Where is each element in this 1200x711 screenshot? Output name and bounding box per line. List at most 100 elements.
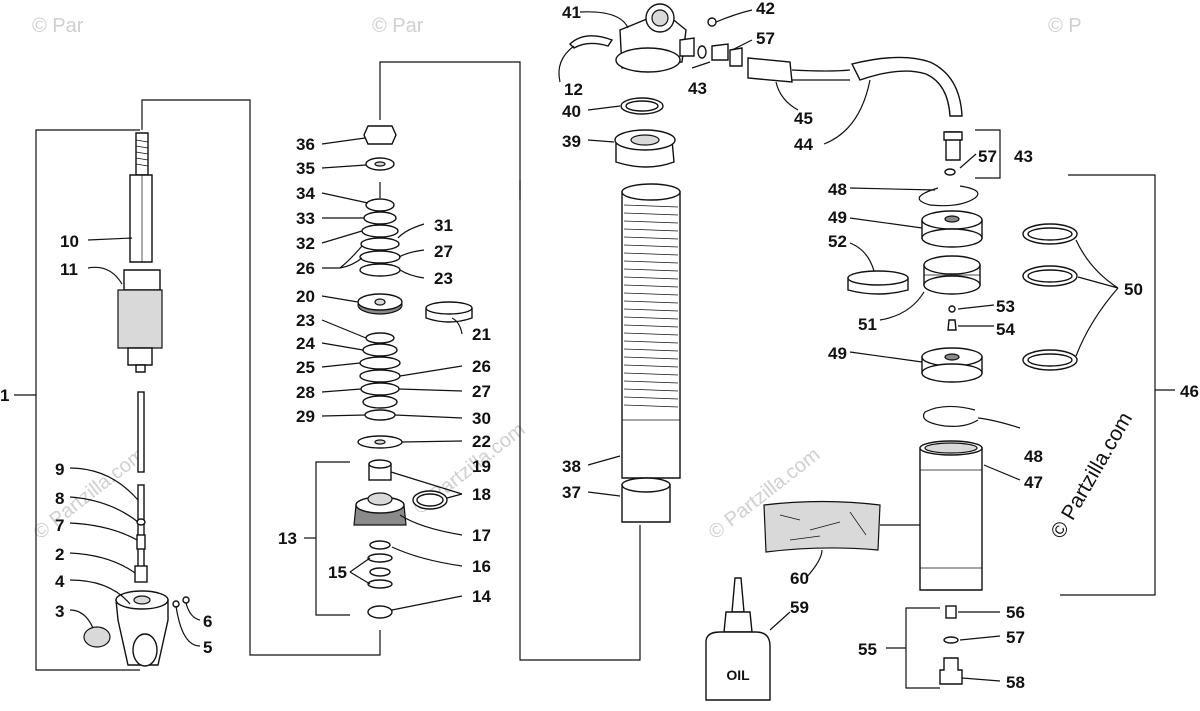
- callout-51: 51: [858, 315, 877, 334]
- callout-1: 1: [0, 386, 9, 405]
- callout-25: 25: [296, 358, 315, 377]
- callout-38: 38: [562, 457, 581, 476]
- washer-57: [943, 636, 959, 644]
- callout-14: 14: [472, 587, 491, 606]
- callout-9: 9: [55, 460, 64, 479]
- screw-7: [136, 534, 146, 550]
- watermark-top-mid: © Par: [372, 15, 424, 37]
- group-valve-stack: [304, 61, 641, 661]
- cap-56: [945, 605, 957, 619]
- callout-2: 2: [55, 545, 64, 564]
- callout-28: 28: [296, 383, 315, 402]
- callout-15: 15: [328, 563, 347, 582]
- callout-11: 11: [60, 260, 78, 279]
- callout-49-upper: 49: [828, 208, 847, 227]
- ball-42: [707, 17, 717, 27]
- callout-27-upper: 27: [434, 242, 453, 261]
- callout-10: 10: [60, 232, 79, 251]
- callout-57-bottom: 57: [1006, 628, 1025, 647]
- callout-4: 4: [55, 572, 65, 591]
- rod-upper: [137, 391, 145, 473]
- callout-6: 6: [203, 612, 212, 631]
- callout-23-right: 23: [434, 269, 453, 288]
- watermark-top-right: © P: [1048, 15, 1082, 37]
- body-threads: [623, 204, 679, 408]
- jounce-bumper: [117, 289, 163, 349]
- callout-56: 56: [1006, 603, 1025, 622]
- callout-5: 5: [203, 638, 212, 657]
- callout-42: 42: [756, 0, 775, 18]
- callout-57-top: 57: [756, 29, 775, 48]
- hose-fitting-45: [747, 57, 793, 83]
- shim-stack-lower: [359, 332, 401, 421]
- callout-7: 7: [55, 516, 64, 535]
- callout-8: 8: [55, 489, 64, 508]
- callout-43-top: 43: [688, 79, 707, 98]
- callout-18: 18: [472, 485, 491, 504]
- callout-numbers: 1 2 3 4 5 6 7 8 9 10 11 12 13 14 15 16 1…: [0, 0, 1199, 692]
- callout-33: 33: [296, 209, 315, 228]
- callout-39: 39: [562, 132, 581, 151]
- callout-40: 40: [562, 102, 581, 121]
- callout-29: 29: [296, 407, 315, 426]
- callout-50: 50: [1124, 280, 1143, 299]
- shaft-bracket-line: [141, 99, 381, 656]
- bracket-1: [35, 129, 140, 671]
- callout-30: 30: [472, 409, 491, 428]
- shim-stack-upper: [359, 198, 401, 277]
- nut-2: [134, 565, 148, 583]
- watermark-top-left: © Par: [32, 15, 84, 37]
- group-shock-body: [558, 3, 963, 523]
- bracket-13: [315, 461, 350, 616]
- clip-48-lower: [923, 405, 979, 427]
- callout-60: 60: [790, 569, 809, 588]
- callout-22: 22: [472, 432, 491, 451]
- fill-valve-58: [939, 657, 963, 685]
- callout-37: 37: [562, 483, 581, 502]
- callout-43-right: 43: [1014, 147, 1033, 166]
- callout-32: 32: [296, 234, 315, 253]
- callout-16: 16: [472, 557, 491, 576]
- valve-bracket-line: [379, 61, 641, 661]
- nut-36: [363, 125, 397, 145]
- callout-58: 58: [1006, 673, 1025, 692]
- callout-52: 52: [828, 232, 847, 251]
- bracket-55: [905, 607, 940, 689]
- callout-23-left: 23: [296, 311, 315, 330]
- group-reservoir: [763, 129, 1175, 689]
- callout-12: 12: [564, 80, 583, 99]
- callout-41: 41: [562, 3, 581, 22]
- callout-3: 3: [55, 602, 64, 621]
- callout-20: 20: [296, 287, 315, 306]
- rod-9: [137, 484, 145, 576]
- callout-13: 13: [278, 529, 297, 548]
- callout-55: 55: [858, 640, 877, 659]
- washer-14: [367, 605, 393, 619]
- callout-46: 46: [1180, 382, 1199, 401]
- callout-36: 36: [296, 135, 315, 154]
- ball-8: [136, 518, 146, 526]
- callout-49-lower: 49: [828, 344, 847, 363]
- callout-19: 19: [472, 457, 491, 476]
- callout-24: 24: [296, 334, 315, 353]
- callout-35: 35: [296, 159, 315, 178]
- callout-26-left: 26: [296, 259, 315, 278]
- callout-57-right: 57: [978, 147, 997, 166]
- watermark-main: © Partzilla.com: [1046, 408, 1137, 542]
- oil-bottle-59: OIL: [705, 577, 791, 701]
- callout-47: 47: [1024, 473, 1043, 492]
- callout-44: 44: [794, 135, 813, 154]
- reservoir-47: [919, 447, 983, 591]
- callout-17: 17: [472, 526, 491, 545]
- group-shaft-assembly: [14, 99, 381, 671]
- clip-48: [918, 185, 979, 207]
- callout-48-upper: 48: [828, 180, 847, 199]
- bracket-46: [1060, 174, 1156, 596]
- callout-48-lower: 48: [1024, 447, 1043, 466]
- fitting-43: [711, 43, 729, 61]
- callout-31: 31: [434, 216, 453, 235]
- shaft-rod: [129, 174, 153, 263]
- spacer-12: [568, 35, 614, 49]
- callout-45: 45: [794, 109, 813, 128]
